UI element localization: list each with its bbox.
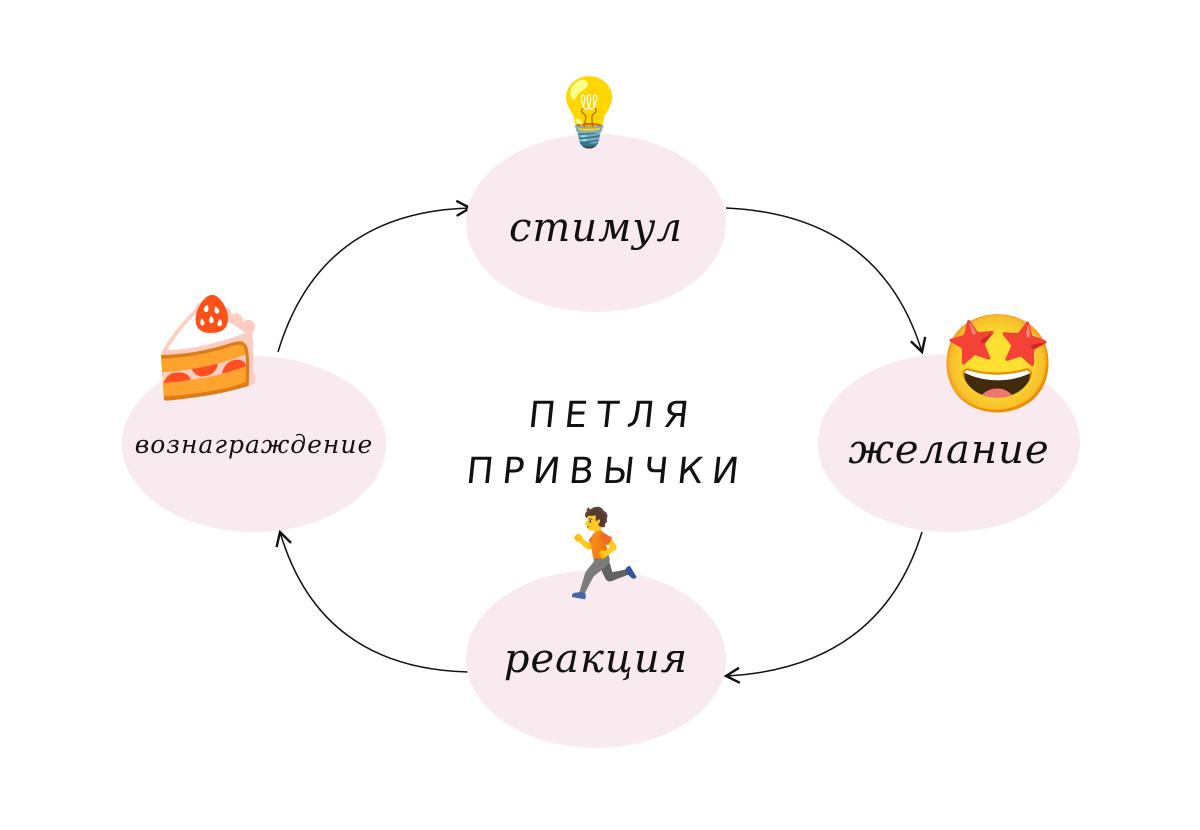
node-stimulus: стимул: [466, 134, 726, 312]
arrow-stimulus-to-desire: [725, 207, 927, 355]
diagram-title: ПЕТЛЯ ПРИВЫЧКИ: [434, 388, 786, 500]
lightbulb-icon: 💡: [548, 74, 631, 151]
node-reward: вознаграждение: [122, 356, 386, 532]
node-desire-label: желание: [848, 427, 1050, 473]
diagram-title-line-2: ПРИВЫЧКИ: [464, 451, 750, 492]
node-desire: желание: [818, 354, 1080, 532]
runner-icon: 🏃: [546, 505, 654, 605]
star-struck-face-icon: 🤩: [938, 308, 1058, 420]
arrow-desire-to-response: [723, 531, 923, 684]
node-response: реакция: [466, 570, 726, 748]
node-response-label: реакция: [503, 636, 689, 682]
node-stimulus-label: стимул: [509, 205, 683, 251]
arrow-reward-to-stimulus: [277, 199, 473, 353]
node-reward-label: вознаграждение: [134, 429, 374, 459]
diagram-title-line-1: ПЕТЛЯ: [526, 395, 700, 436]
arrow-response-to-reward: [275, 529, 469, 673]
cake-icon: 🍰: [148, 292, 268, 404]
